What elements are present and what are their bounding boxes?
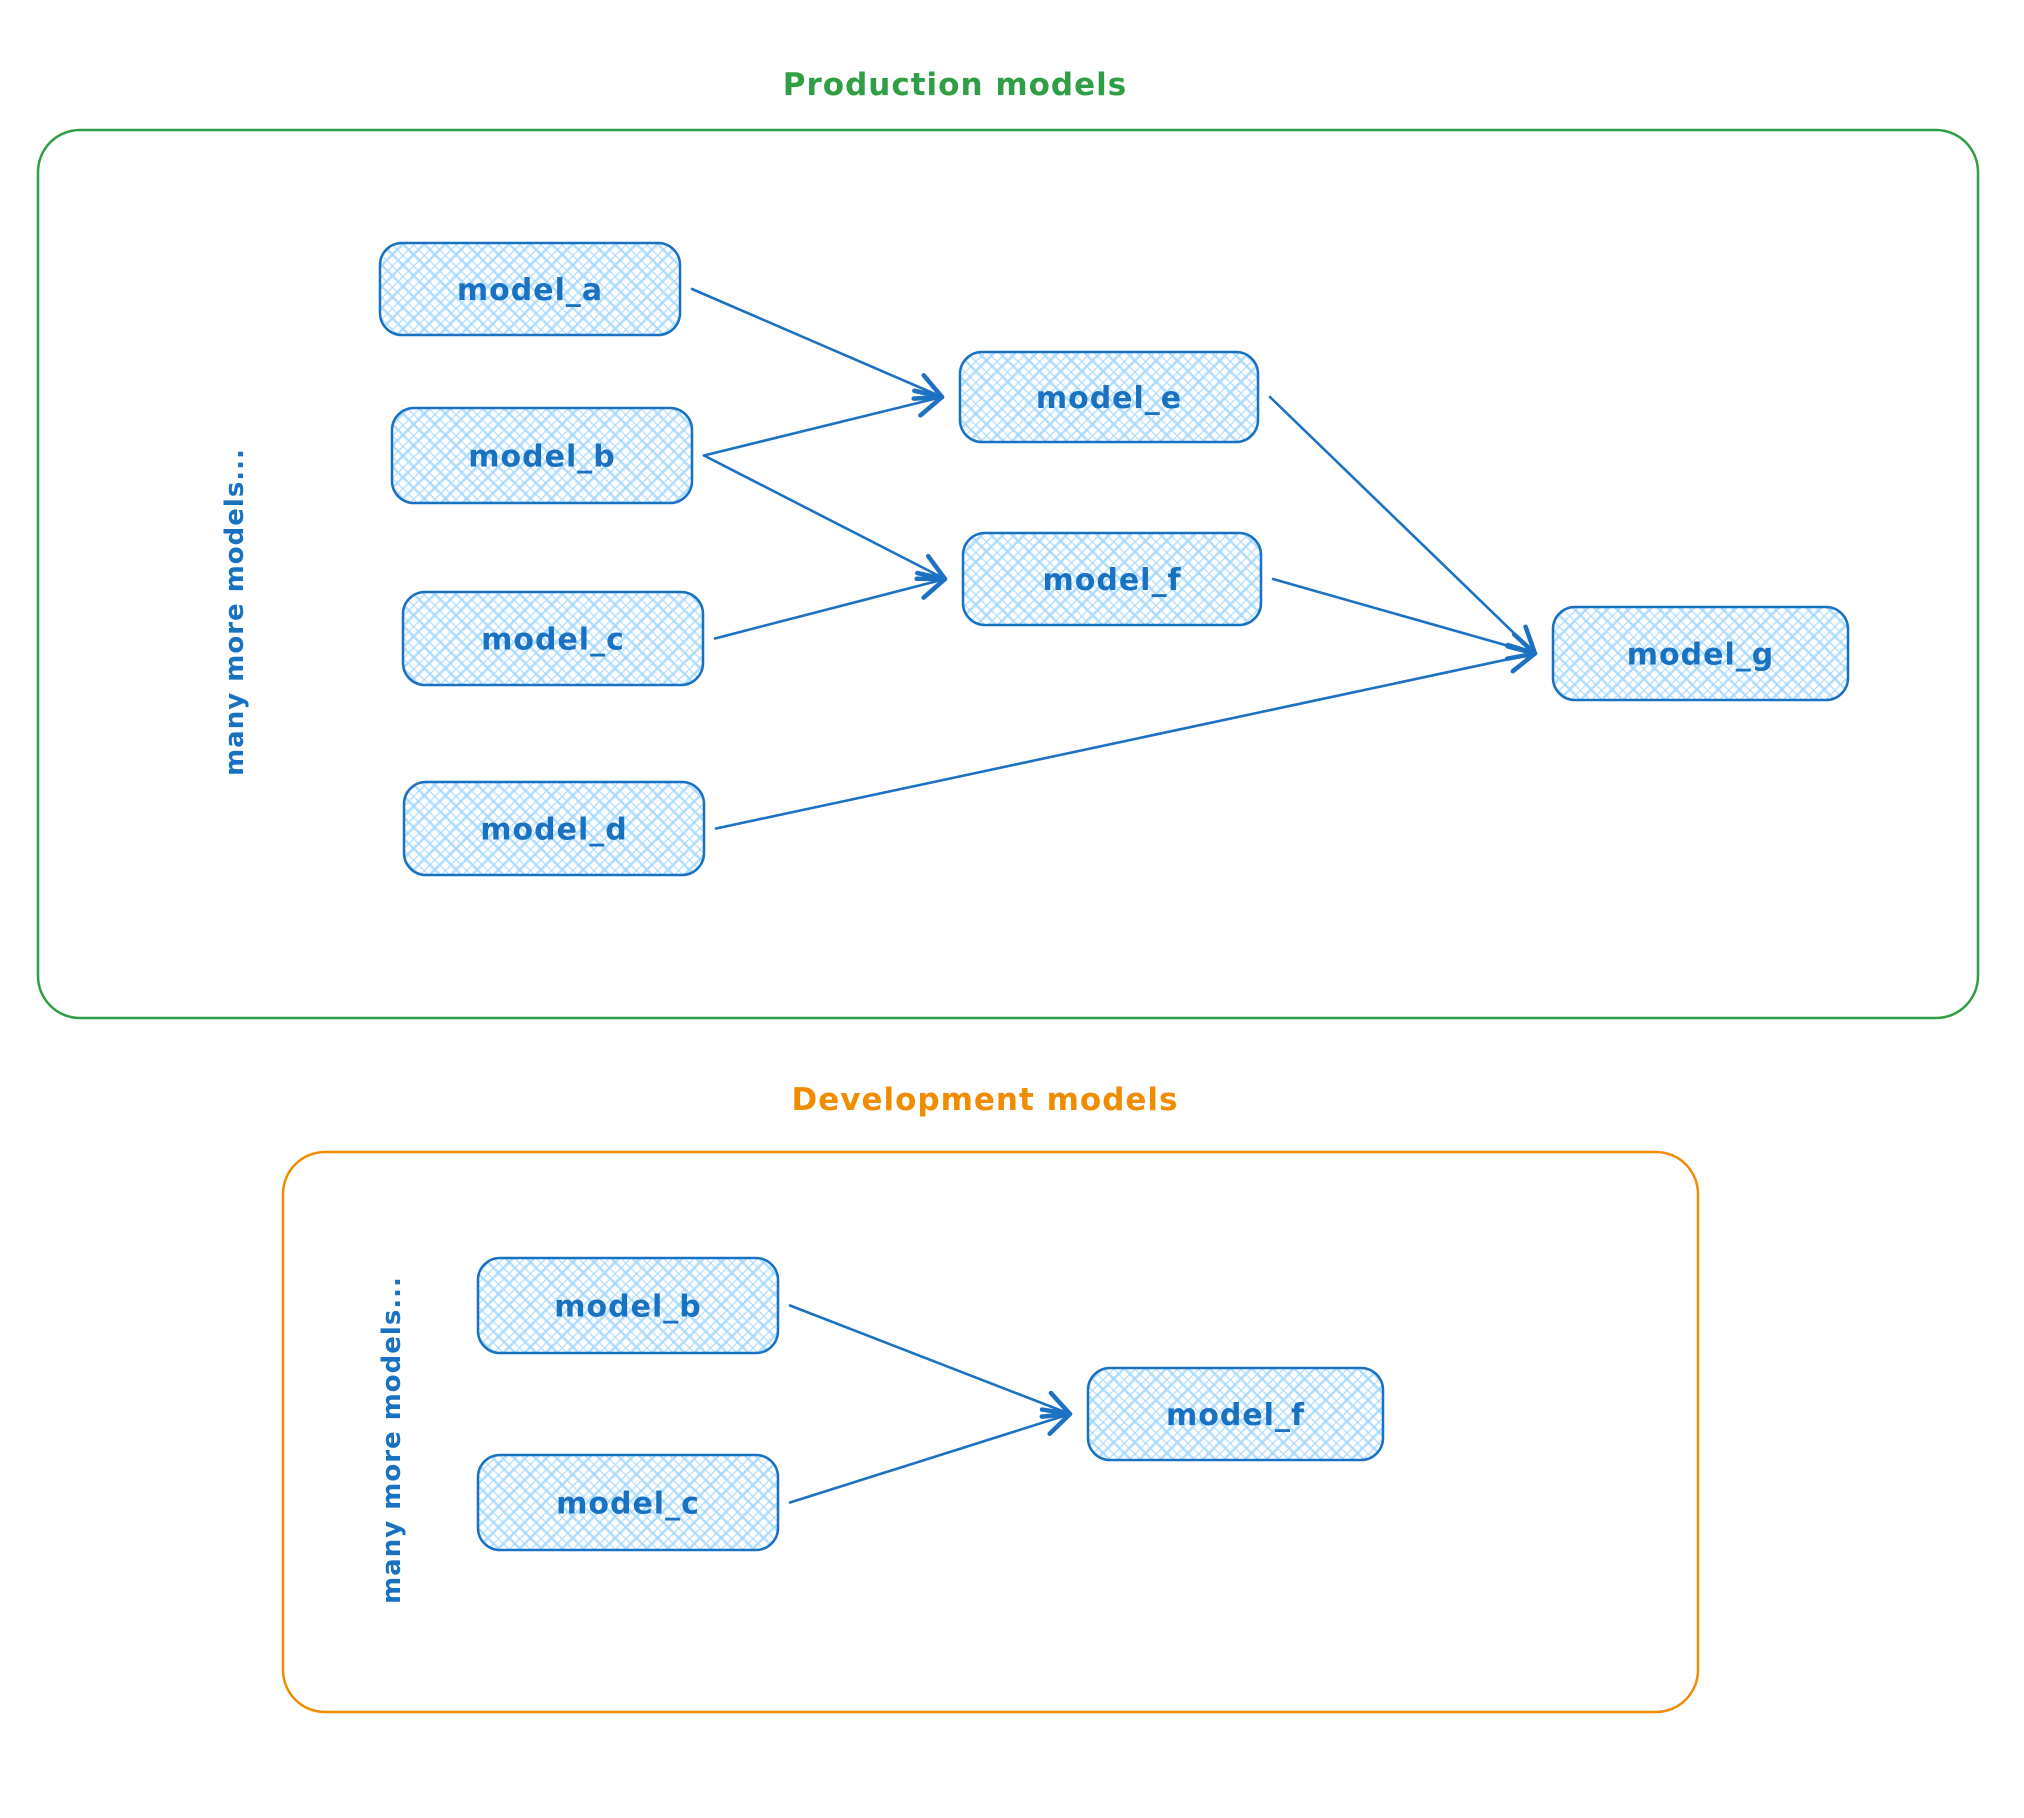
- node-prod_model_b: model_b: [390, 406, 694, 505]
- node-label-prod_model_g: model_g: [1627, 638, 1774, 673]
- node-label-prod_model_f: model_f: [1042, 563, 1181, 598]
- node-box-prod_model_a: [378, 241, 682, 337]
- development-frame: [281, 1150, 1700, 1714]
- node-box-prod_model_c: [401, 590, 705, 687]
- edge-dev_model_b-to-dev_model_f: [788, 1304, 1073, 1419]
- development-side-label: many more models...: [377, 1276, 407, 1604]
- production-title: Production models: [783, 67, 1127, 103]
- production-side-label: many more models...: [220, 448, 250, 776]
- node-prod_model_a: model_a: [378, 241, 682, 337]
- node-label-prod_model_e: model_e: [1036, 381, 1182, 416]
- node-prod_model_e: model_e: [958, 350, 1260, 444]
- node-box-prod_model_g: [1551, 605, 1850, 702]
- node-box-prod_model_e: [958, 350, 1260, 444]
- node-label-dev_model_f: model_f: [1166, 1398, 1305, 1433]
- node-label-prod_model_c: model_c: [481, 623, 625, 658]
- edge-prod_model_a-to-prod_model_e: [690, 287, 945, 401]
- node-prod_model_c: model_c: [401, 590, 705, 687]
- node-box-dev_model_c: [476, 1453, 780, 1552]
- node-box-prod_model_b: [390, 406, 694, 505]
- edge-prod_model_f-to-prod_model_g: [1271, 577, 1538, 662]
- node-label-dev_model_b: model_b: [554, 1290, 701, 1325]
- development-title: Development models: [791, 1082, 1178, 1118]
- node-prod_model_f: model_f: [961, 531, 1263, 627]
- edge-prod_model_b-to-prod_model_f: [702, 454, 948, 582]
- edge-prod_model_e-to-prod_model_g: [1268, 395, 1538, 656]
- node-box-prod_model_f: [961, 531, 1263, 627]
- node-label-prod_model_a: model_a: [457, 273, 603, 308]
- node-prod_model_g: model_g: [1551, 605, 1850, 702]
- node-box-dev_model_b: [476, 1256, 780, 1355]
- node-box-dev_model_f: [1086, 1366, 1385, 1462]
- node-label-prod_model_d: model_d: [480, 813, 627, 848]
- edge-prod_model_c-to-prod_model_f: [713, 570, 948, 640]
- node-label-dev_model_c: model_c: [556, 1487, 700, 1522]
- node-dev_model_b: model_b: [476, 1256, 780, 1355]
- node-prod_model_d: model_d: [402, 780, 706, 877]
- node-dev_model_c: model_c: [476, 1453, 780, 1552]
- production-frame: [36, 128, 1980, 1020]
- edge-prod_model_d-to-prod_model_g: [714, 644, 1538, 830]
- node-dev_model_f: model_f: [1086, 1366, 1385, 1462]
- edge-dev_model_c-to-dev_model_f: [788, 1407, 1073, 1504]
- edge-prod_model_b-to-prod_model_e: [702, 388, 945, 457]
- node-label-prod_model_b: model_b: [468, 440, 615, 475]
- node-box-prod_model_d: [402, 780, 706, 877]
